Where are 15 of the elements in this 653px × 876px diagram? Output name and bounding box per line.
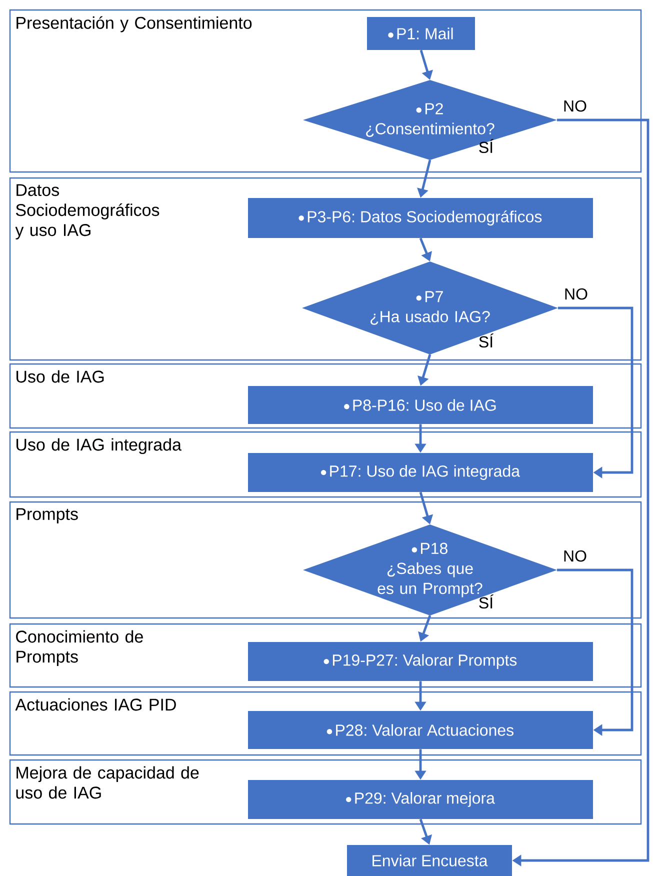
edge-label: NO xyxy=(563,287,589,301)
process-box: Enviar Encuesta xyxy=(347,845,512,876)
edge-label: NO xyxy=(562,549,588,563)
arrow xyxy=(557,568,634,736)
arrow xyxy=(558,306,634,478)
process-box: P17: Uso de IAG integrada xyxy=(248,453,593,492)
edge-label: SÍ xyxy=(479,139,494,154)
process-box: P8-P16: Uso de IAG xyxy=(248,386,593,424)
edge-label: NO xyxy=(562,99,588,113)
process-box: P29: Valorar mejora xyxy=(248,780,593,819)
process-box: P1: Mail xyxy=(367,17,475,50)
process-box: P3-P6: Datos Sociodemográficos xyxy=(248,198,593,238)
edge-label: SÍ xyxy=(479,334,494,348)
process-box: P19-P27: Valorar Prompts xyxy=(248,642,593,681)
process-box: P28: Valorar Actuaciones xyxy=(248,711,593,749)
